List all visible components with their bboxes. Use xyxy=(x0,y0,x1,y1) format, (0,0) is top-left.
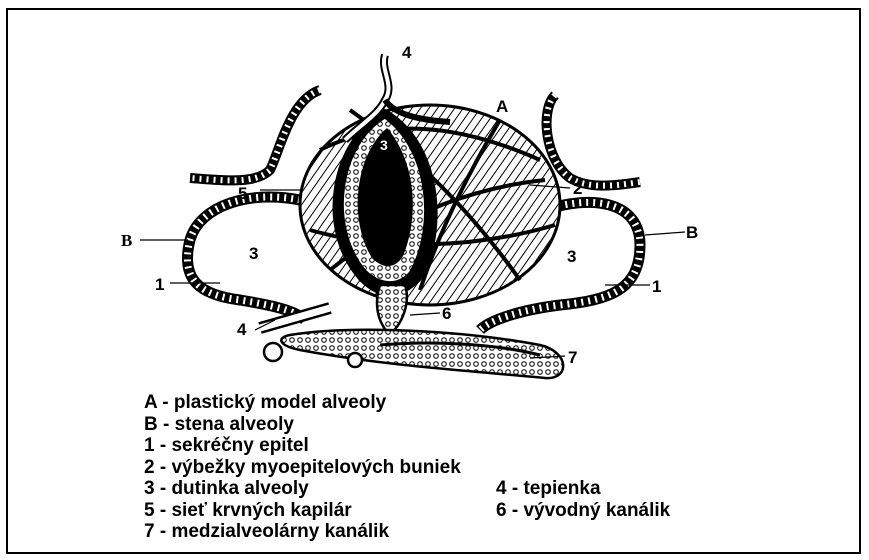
interalveolar-duct xyxy=(281,330,563,378)
legend-text: 7 - medzialveolárny kanálik xyxy=(144,521,389,543)
label-7: 7 xyxy=(568,349,577,366)
legend-text: B - stena alveoly xyxy=(144,414,294,436)
legend-text: 1 - sekréčny epitel xyxy=(144,435,309,457)
label-B-right: B xyxy=(686,224,698,241)
left-upper-tubule xyxy=(190,90,320,180)
label-2: 2 xyxy=(573,180,582,197)
label-5: 5 xyxy=(238,185,247,202)
legend-text: 5 - sieť krvných kapilár xyxy=(144,500,352,522)
label-B-left: B xyxy=(121,232,132,249)
excretory-duct xyxy=(377,285,407,335)
label-6: 6 xyxy=(442,305,451,322)
right-upper-tubule xyxy=(547,95,640,186)
legend-text: A - plastický model alveoly xyxy=(144,392,386,414)
vessel-section xyxy=(264,343,282,361)
label-1-right: 1 xyxy=(652,278,661,295)
label-1-left: 1 xyxy=(155,276,164,293)
label-3-center: 3 xyxy=(380,138,388,152)
legend-text: 2 - výbežky myoepitelových buniek xyxy=(144,457,461,479)
vessel-section xyxy=(348,353,362,367)
label-3-left: 3 xyxy=(249,245,258,262)
legend-text: 3 - dutinka alveoly xyxy=(144,478,309,500)
label-3-right: 3 xyxy=(567,248,576,265)
legend-text: 6 - vývodný kanálik xyxy=(496,500,670,522)
label-4-bottom: 4 xyxy=(237,321,246,338)
label-4-top: 4 xyxy=(402,44,411,61)
legend-text: 4 - tepienka xyxy=(496,478,601,500)
label-A: A xyxy=(496,98,508,115)
